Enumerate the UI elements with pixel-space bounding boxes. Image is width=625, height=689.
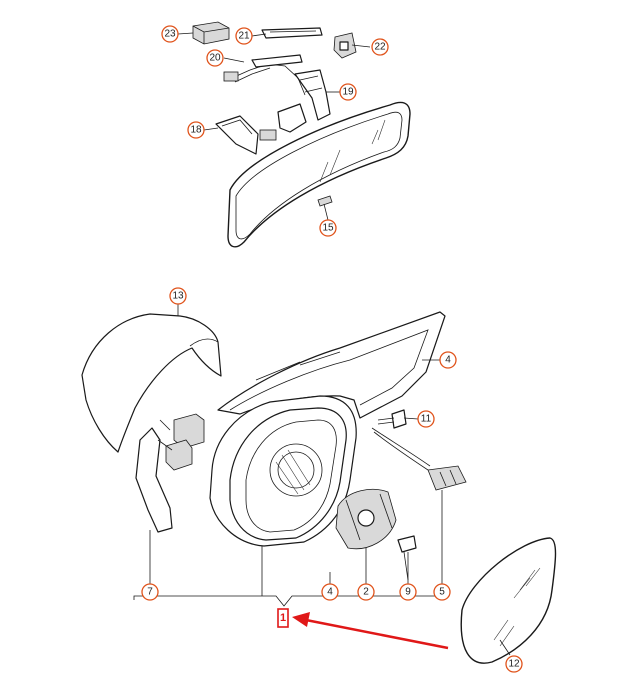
svg-text:13: 13 xyxy=(172,291,184,302)
callout-13[interactable]: 13 xyxy=(169,287,187,305)
callouts: 23 21 22 20 19 18 15 13 xyxy=(141,25,523,673)
svg-text:19: 19 xyxy=(342,87,354,98)
part-23-cover xyxy=(192,21,230,45)
svg-text:5: 5 xyxy=(439,587,445,598)
svg-text:22: 22 xyxy=(374,42,386,53)
highlight-arrow xyxy=(292,612,449,650)
highlight-label: 1 xyxy=(280,612,286,624)
callout-7[interactable]: 7 xyxy=(141,583,159,601)
svg-text:4: 4 xyxy=(327,587,333,598)
svg-text:15: 15 xyxy=(322,223,334,234)
part-9-screw xyxy=(397,535,417,581)
svg-text:20: 20 xyxy=(209,53,221,64)
callout-22[interactable]: 22 xyxy=(371,38,389,56)
svg-text:7: 7 xyxy=(147,587,153,598)
svg-text:9: 9 xyxy=(405,587,411,598)
callout-15[interactable]: 15 xyxy=(319,219,337,237)
part-2-motor xyxy=(335,489,397,550)
callout-20[interactable]: 20 xyxy=(206,49,224,67)
callout-4-upper[interactable]: 4 xyxy=(439,351,457,369)
svg-text:2: 2 xyxy=(363,587,369,598)
highlight-marker: 1 xyxy=(277,608,289,628)
callout-9[interactable]: 9 xyxy=(399,583,417,601)
exterior-mirror-assembly xyxy=(81,311,557,664)
part-5-connector xyxy=(371,427,467,491)
part-20-harness xyxy=(223,54,306,96)
mirror-body xyxy=(209,395,357,547)
part-21-strip xyxy=(261,27,323,39)
callout-19[interactable]: 19 xyxy=(339,83,357,101)
svg-text:12: 12 xyxy=(508,659,520,670)
part-7-signal xyxy=(135,413,205,533)
callout-5[interactable]: 5 xyxy=(433,583,451,601)
callout-4-lower[interactable]: 4 xyxy=(321,583,339,601)
callout-18[interactable]: 18 xyxy=(187,121,205,139)
interior-mirror-assembly xyxy=(192,21,411,248)
svg-text:4: 4 xyxy=(445,355,451,366)
svg-text:23: 23 xyxy=(164,29,176,40)
part-18-trim xyxy=(215,103,307,155)
callout-21[interactable]: 21 xyxy=(235,27,253,45)
part-22-bracket xyxy=(333,32,357,59)
part-11-screw xyxy=(377,409,407,429)
callout-11[interactable]: 11 xyxy=(417,410,435,428)
part-12-glass xyxy=(460,537,557,664)
callout-23[interactable]: 23 xyxy=(161,25,179,43)
part-13-cap xyxy=(81,313,222,453)
callout-2[interactable]: 2 xyxy=(357,583,375,601)
callout-12[interactable]: 12 xyxy=(505,655,523,673)
part-19-trim xyxy=(294,69,331,121)
part-4-housing xyxy=(217,311,446,419)
svg-text:11: 11 xyxy=(421,414,432,425)
svg-text:21: 21 xyxy=(238,31,250,42)
part-15-mirror xyxy=(227,101,411,248)
svg-text:18: 18 xyxy=(190,125,202,136)
